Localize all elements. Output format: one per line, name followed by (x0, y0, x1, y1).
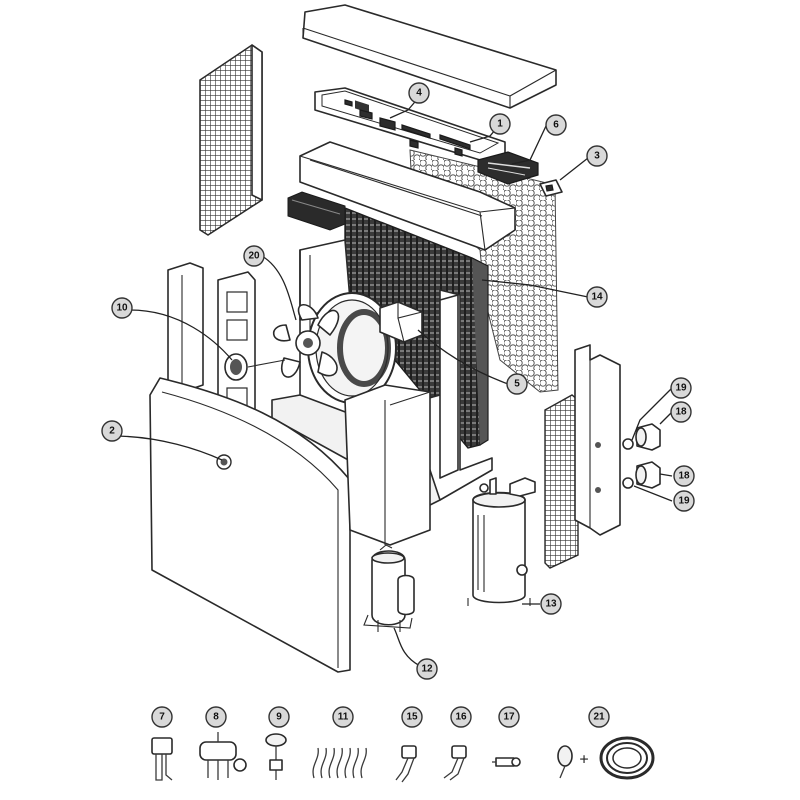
drain-hose-part (557, 736, 655, 780)
callout-10: 10 (111, 297, 133, 319)
callout-18-lower: 18 (673, 465, 695, 487)
callout-11-label: 11 (338, 712, 349, 723)
callout-4-label: 4 (416, 88, 422, 99)
wire-set-part (312, 747, 367, 779)
fan-blade (272, 304, 340, 378)
callout-18-upper-label: 18 (675, 407, 687, 418)
callout-16-label: 16 (455, 712, 467, 723)
callout-18-lower-label: 18 (678, 471, 690, 482)
left-side-grille (199, 44, 263, 236)
callout-15-label: 15 (406, 712, 418, 723)
top-cover (302, 4, 557, 109)
callout-7: 7 (151, 706, 173, 728)
four-way-valve-part (199, 732, 247, 780)
front-column-panel (344, 384, 431, 546)
callout-19-lower: 19 (673, 490, 695, 512)
callout-6: 6 (545, 114, 567, 136)
callout-21-label: 21 (593, 712, 605, 723)
callout-20-label: 20 (248, 251, 260, 262)
pressure-switch-part (265, 733, 287, 780)
callout-14: 14 (586, 286, 608, 308)
sensor-module (539, 179, 563, 197)
fitting-part-15 (395, 745, 417, 783)
right-corner-post (574, 344, 621, 536)
callout-5-label: 5 (514, 379, 520, 390)
callout-10-label: 10 (116, 303, 128, 314)
callout-15: 15 (401, 706, 423, 728)
callout-8: 8 (205, 706, 227, 728)
water-unions (622, 423, 661, 489)
accessory-parts-row: + (151, 732, 655, 783)
callout-5: 5 (506, 373, 528, 395)
callout-19-lower-label: 19 (678, 496, 690, 507)
callout-9: 9 (268, 706, 290, 728)
callout-13: 13 (540, 593, 562, 615)
electrical-box (287, 191, 346, 231)
right-side-grille (544, 394, 579, 569)
fan-motor-bracket (217, 271, 286, 429)
fitting-part-16 (443, 745, 467, 781)
callout-8-label: 8 (213, 712, 219, 723)
callout-1-label: 1 (497, 119, 503, 130)
callout-18-upper: 18 (670, 401, 692, 423)
callout-17: 17 (498, 706, 520, 728)
callout-20: 20 (243, 245, 265, 267)
callout-3: 3 (586, 145, 608, 167)
callout-12: 12 (416, 658, 438, 680)
callout-13-label: 13 (545, 599, 557, 610)
callout-17-label: 17 (503, 712, 515, 723)
controller-plate (314, 87, 506, 161)
callout-21: 21 (588, 706, 610, 728)
callout-4: 4 (408, 82, 430, 104)
heat-exchanger (467, 477, 536, 606)
drain-nozzle-part (492, 757, 521, 767)
callout-12-label: 12 (421, 664, 433, 675)
callout-1: 1 (489, 113, 511, 135)
callout-9-label: 9 (276, 712, 282, 723)
plus-sign: + (579, 752, 588, 769)
callout-19-upper: 19 (670, 377, 692, 399)
left-corner-post (167, 262, 204, 393)
callout-6-label: 6 (553, 120, 559, 131)
callout-7-label: 7 (159, 712, 165, 723)
callout-16: 16 (450, 706, 472, 728)
terminal-box (379, 301, 423, 343)
top-tray (299, 141, 516, 251)
callout-11: 11 (332, 706, 354, 728)
callout-14-label: 14 (591, 292, 603, 303)
callout-3-label: 3 (594, 151, 600, 162)
callout-2: 2 (101, 420, 123, 442)
callout-2-label: 2 (109, 426, 115, 437)
compressor (363, 544, 415, 632)
expansion-valve-part (151, 737, 173, 781)
callout-19-upper-label: 19 (675, 383, 687, 394)
display-board (477, 151, 539, 185)
